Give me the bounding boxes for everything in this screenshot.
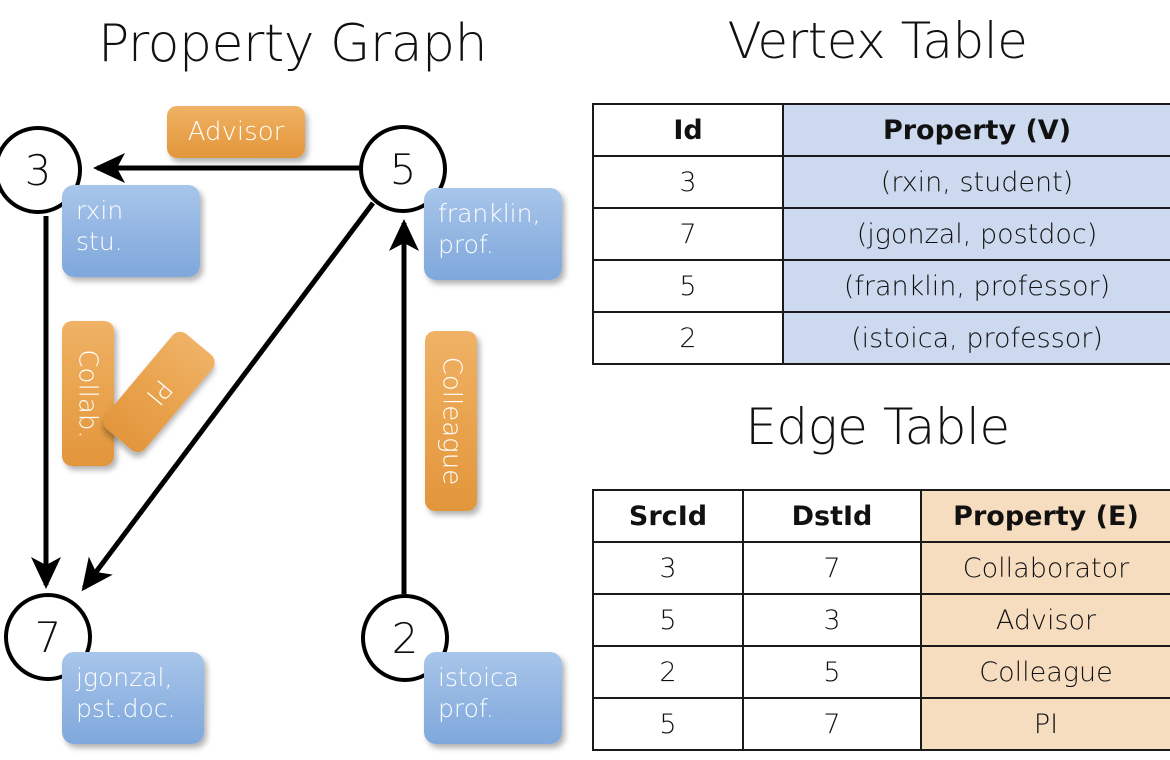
graph-node-7-label: 7 [34, 612, 62, 662]
node-property-line-1: istoica [438, 663, 520, 692]
column-header-property-e: Property (E) [920, 489, 1170, 543]
cell-property: (istoica, professor) [782, 311, 1170, 365]
edge-line-pi [81, 201, 375, 592]
node-property-line-1: rxin [76, 196, 124, 225]
column-header-id: Id [592, 103, 784, 157]
property-graph-diagram: 3 5 7 2 rxin stu. franklin, prof. jgonza… [0, 106, 562, 744]
cell-dstid: 5 [742, 645, 922, 699]
table-row: 2 5 Colleague [592, 645, 1170, 699]
cell-property: PI [920, 697, 1170, 751]
cell-dstid: 3 [742, 593, 922, 647]
table-row: 3 (rxin, student) [592, 155, 1170, 209]
cell-srcid: 3 [592, 541, 744, 595]
cell-id: 2 [592, 311, 784, 365]
node-property-line-2: pst.doc. [76, 694, 176, 724]
node-property-line-1: jgonzal, [76, 663, 173, 692]
page-title-edge-table: Edge Table [745, 398, 1010, 456]
vertex-table: Id Property (V) 3 (rxin, student) 7 (jgo… [592, 103, 1170, 365]
edge-label-box-advisor: Advisor [167, 106, 305, 158]
cell-srcid: 5 [592, 697, 744, 751]
edge-label-text: Advisor [187, 117, 285, 147]
column-header-srcid: SrcId [592, 489, 744, 543]
cell-property: Collaborator [920, 541, 1170, 595]
cell-property: (jgonzal, postdoc) [782, 207, 1170, 261]
table-row: 5 7 PI [592, 697, 1170, 751]
edge-label-text: Colleague [436, 356, 467, 486]
page-title-property-graph: Property Graph [97, 14, 488, 74]
table-header-row: Id Property (V) [592, 103, 1170, 157]
table-row: 2 (istoica, professor) [592, 311, 1170, 365]
graph-edge-lines [31, 153, 419, 594]
cell-srcid: 2 [592, 645, 744, 699]
node-property-line-2: prof. [438, 230, 494, 260]
cell-dstid: 7 [742, 697, 922, 751]
table-header-row: SrcId DstId Property (E) [592, 489, 1170, 543]
edge-label-text: PI [139, 373, 178, 411]
node-property-box-istoica: istoica prof. [424, 652, 562, 744]
table-row: 5 3 Advisor [592, 593, 1170, 647]
node-property-line-1: franklin, [438, 199, 541, 228]
graph-node-2-label: 2 [391, 613, 419, 663]
edge-table: SrcId DstId Property (E) 3 7 Collaborato… [592, 489, 1170, 751]
column-header-property-v: Property (V) [782, 103, 1170, 157]
column-header-dstid: DstId [742, 489, 922, 543]
table-row: 3 7 Collaborator [592, 541, 1170, 595]
graph-node-2[interactable]: 2 [361, 594, 449, 682]
table-row: 5 (franklin, professor) [592, 259, 1170, 313]
graph-node-5-label: 5 [389, 144, 417, 194]
cell-id: 7 [592, 207, 784, 261]
node-property-box-rxin: rxin stu. [62, 185, 200, 277]
cell-property: (franklin, professor) [782, 259, 1170, 313]
graph-node-3-label: 3 [24, 145, 52, 195]
table-row: 7 (jgonzal, postdoc) [592, 207, 1170, 261]
cell-id: 5 [592, 259, 784, 313]
cell-property: (rxin, student) [782, 155, 1170, 209]
node-property-box-jgonzal: jgonzal, pst.doc. [62, 652, 204, 744]
cell-dstid: 7 [742, 541, 922, 595]
cell-property: Colleague [920, 645, 1170, 699]
cell-id: 3 [592, 155, 784, 209]
cell-property: Advisor [920, 593, 1170, 647]
edge-label-box-colleague: Colleague [425, 331, 477, 511]
cell-srcid: 5 [592, 593, 744, 647]
node-property-line-2: prof. [438, 694, 494, 724]
node-property-box-franklin: franklin, prof. [424, 188, 562, 280]
node-property-line-2: stu. [76, 227, 123, 257]
page-title-vertex-table: Vertex Table [727, 12, 1028, 70]
edge-label-text: Collab. [73, 348, 103, 439]
edge-label-box-collab: Collab. [62, 321, 114, 466]
